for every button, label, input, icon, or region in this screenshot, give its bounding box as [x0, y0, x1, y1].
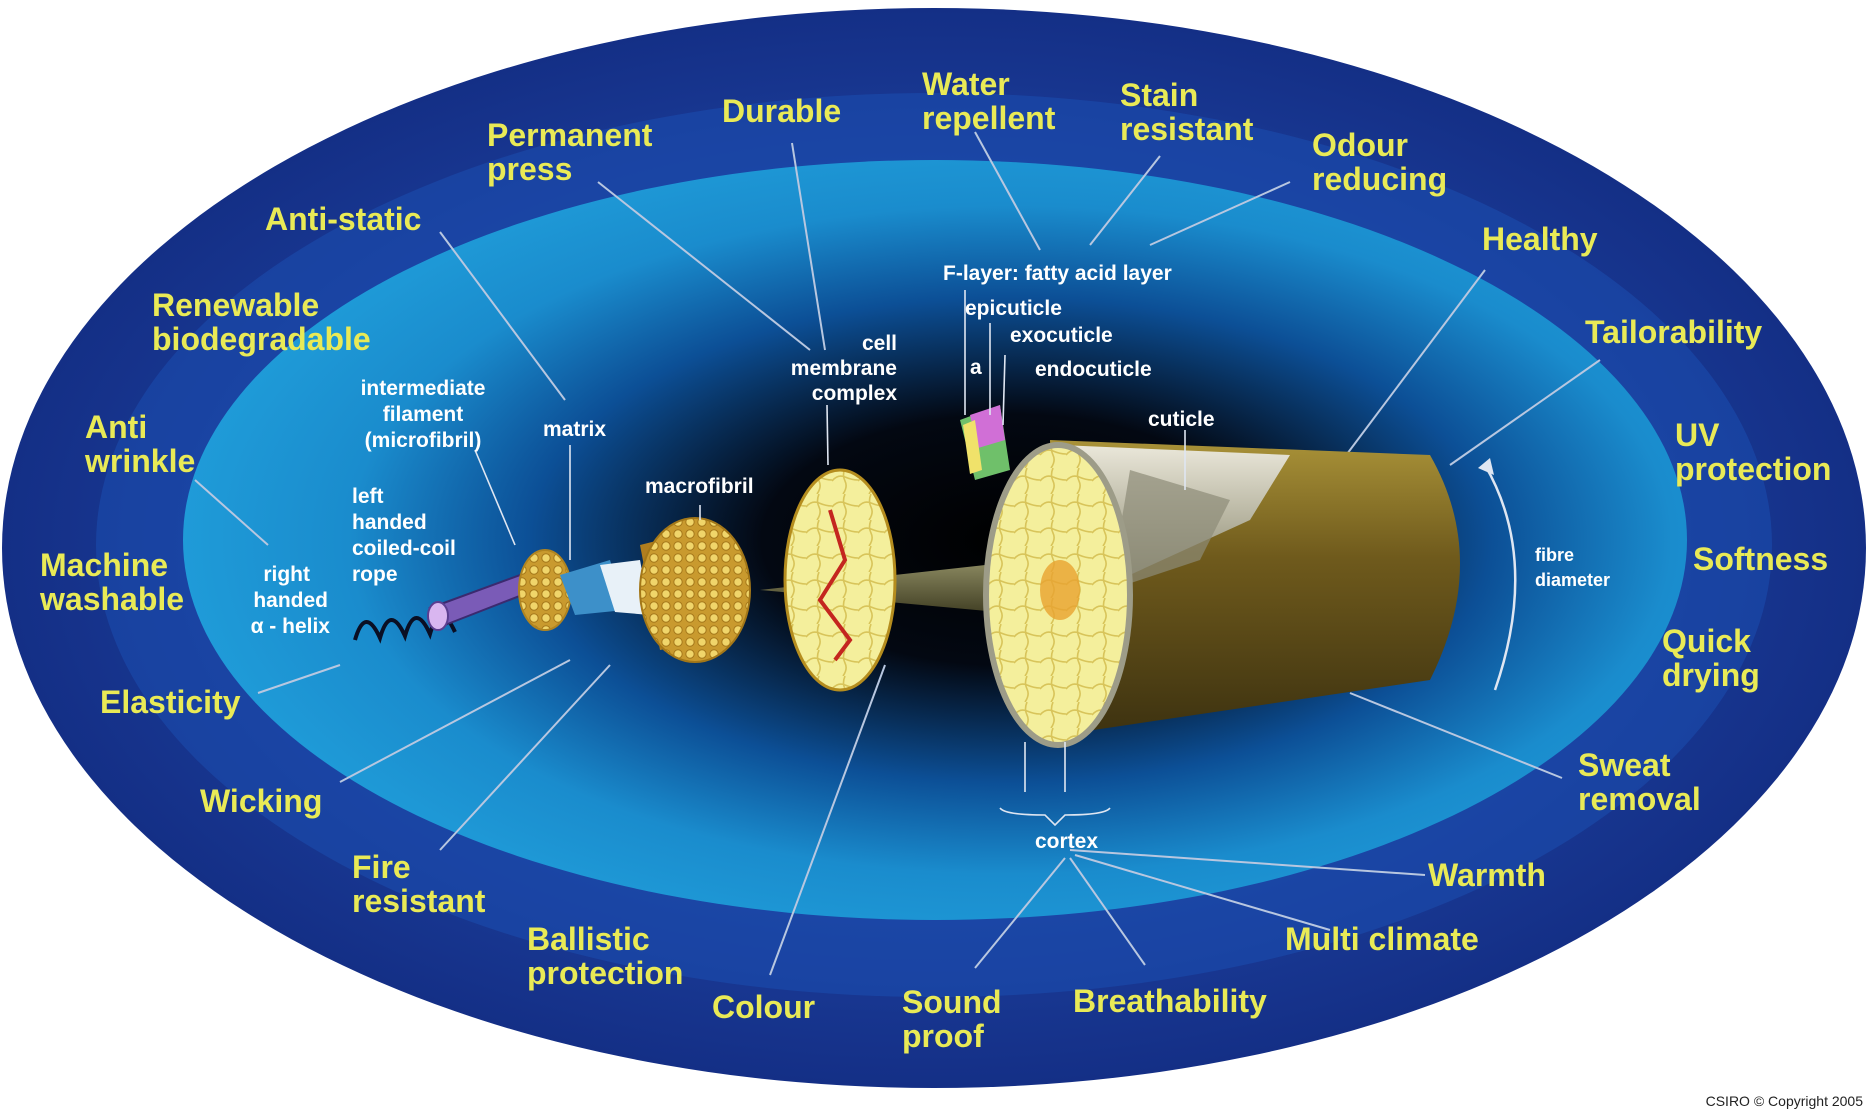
label-breathability: Breathability — [1073, 983, 1267, 1019]
label-multi-climate: Multi climate — [1285, 921, 1479, 957]
label-tailorability: Tailorability — [1585, 314, 1762, 350]
label-cortex: cortex — [1035, 830, 1098, 853]
label-elasticity: Elasticity — [100, 684, 241, 720]
label-exocuticle: exocuticle — [1010, 324, 1113, 347]
macrofibril-shape — [640, 518, 750, 662]
label-machine-washable: Machinewashable — [39, 547, 184, 617]
label-colour: Colour — [712, 989, 815, 1025]
label-durable: Durable — [722, 93, 841, 129]
label-softness: Softness — [1693, 541, 1828, 577]
label-warmth: Warmth — [1428, 857, 1546, 893]
label-anti-static: Anti-static — [265, 201, 421, 237]
cortical-cell-shape — [785, 470, 895, 690]
copyright-text: CSIRO © Copyright 2005 — [1706, 1093, 1864, 1109]
label-healthy: Healthy — [1482, 221, 1598, 257]
label-wicking: Wicking — [200, 783, 322, 819]
label-cuticle: cuticle — [1148, 408, 1215, 431]
intermediate-filament-shape — [519, 550, 571, 630]
label-matrix: matrix — [543, 418, 606, 441]
label-quick-drying: Quickdrying — [1662, 623, 1760, 693]
label-f-layer: F-layer: fatty acid layer — [943, 262, 1172, 285]
label-macrofibril: macrofibril — [645, 475, 754, 498]
label-endocuticle: endocuticle — [1035, 358, 1152, 381]
label-a: a — [970, 356, 982, 379]
label-epicuticle: epicuticle — [965, 297, 1062, 320]
